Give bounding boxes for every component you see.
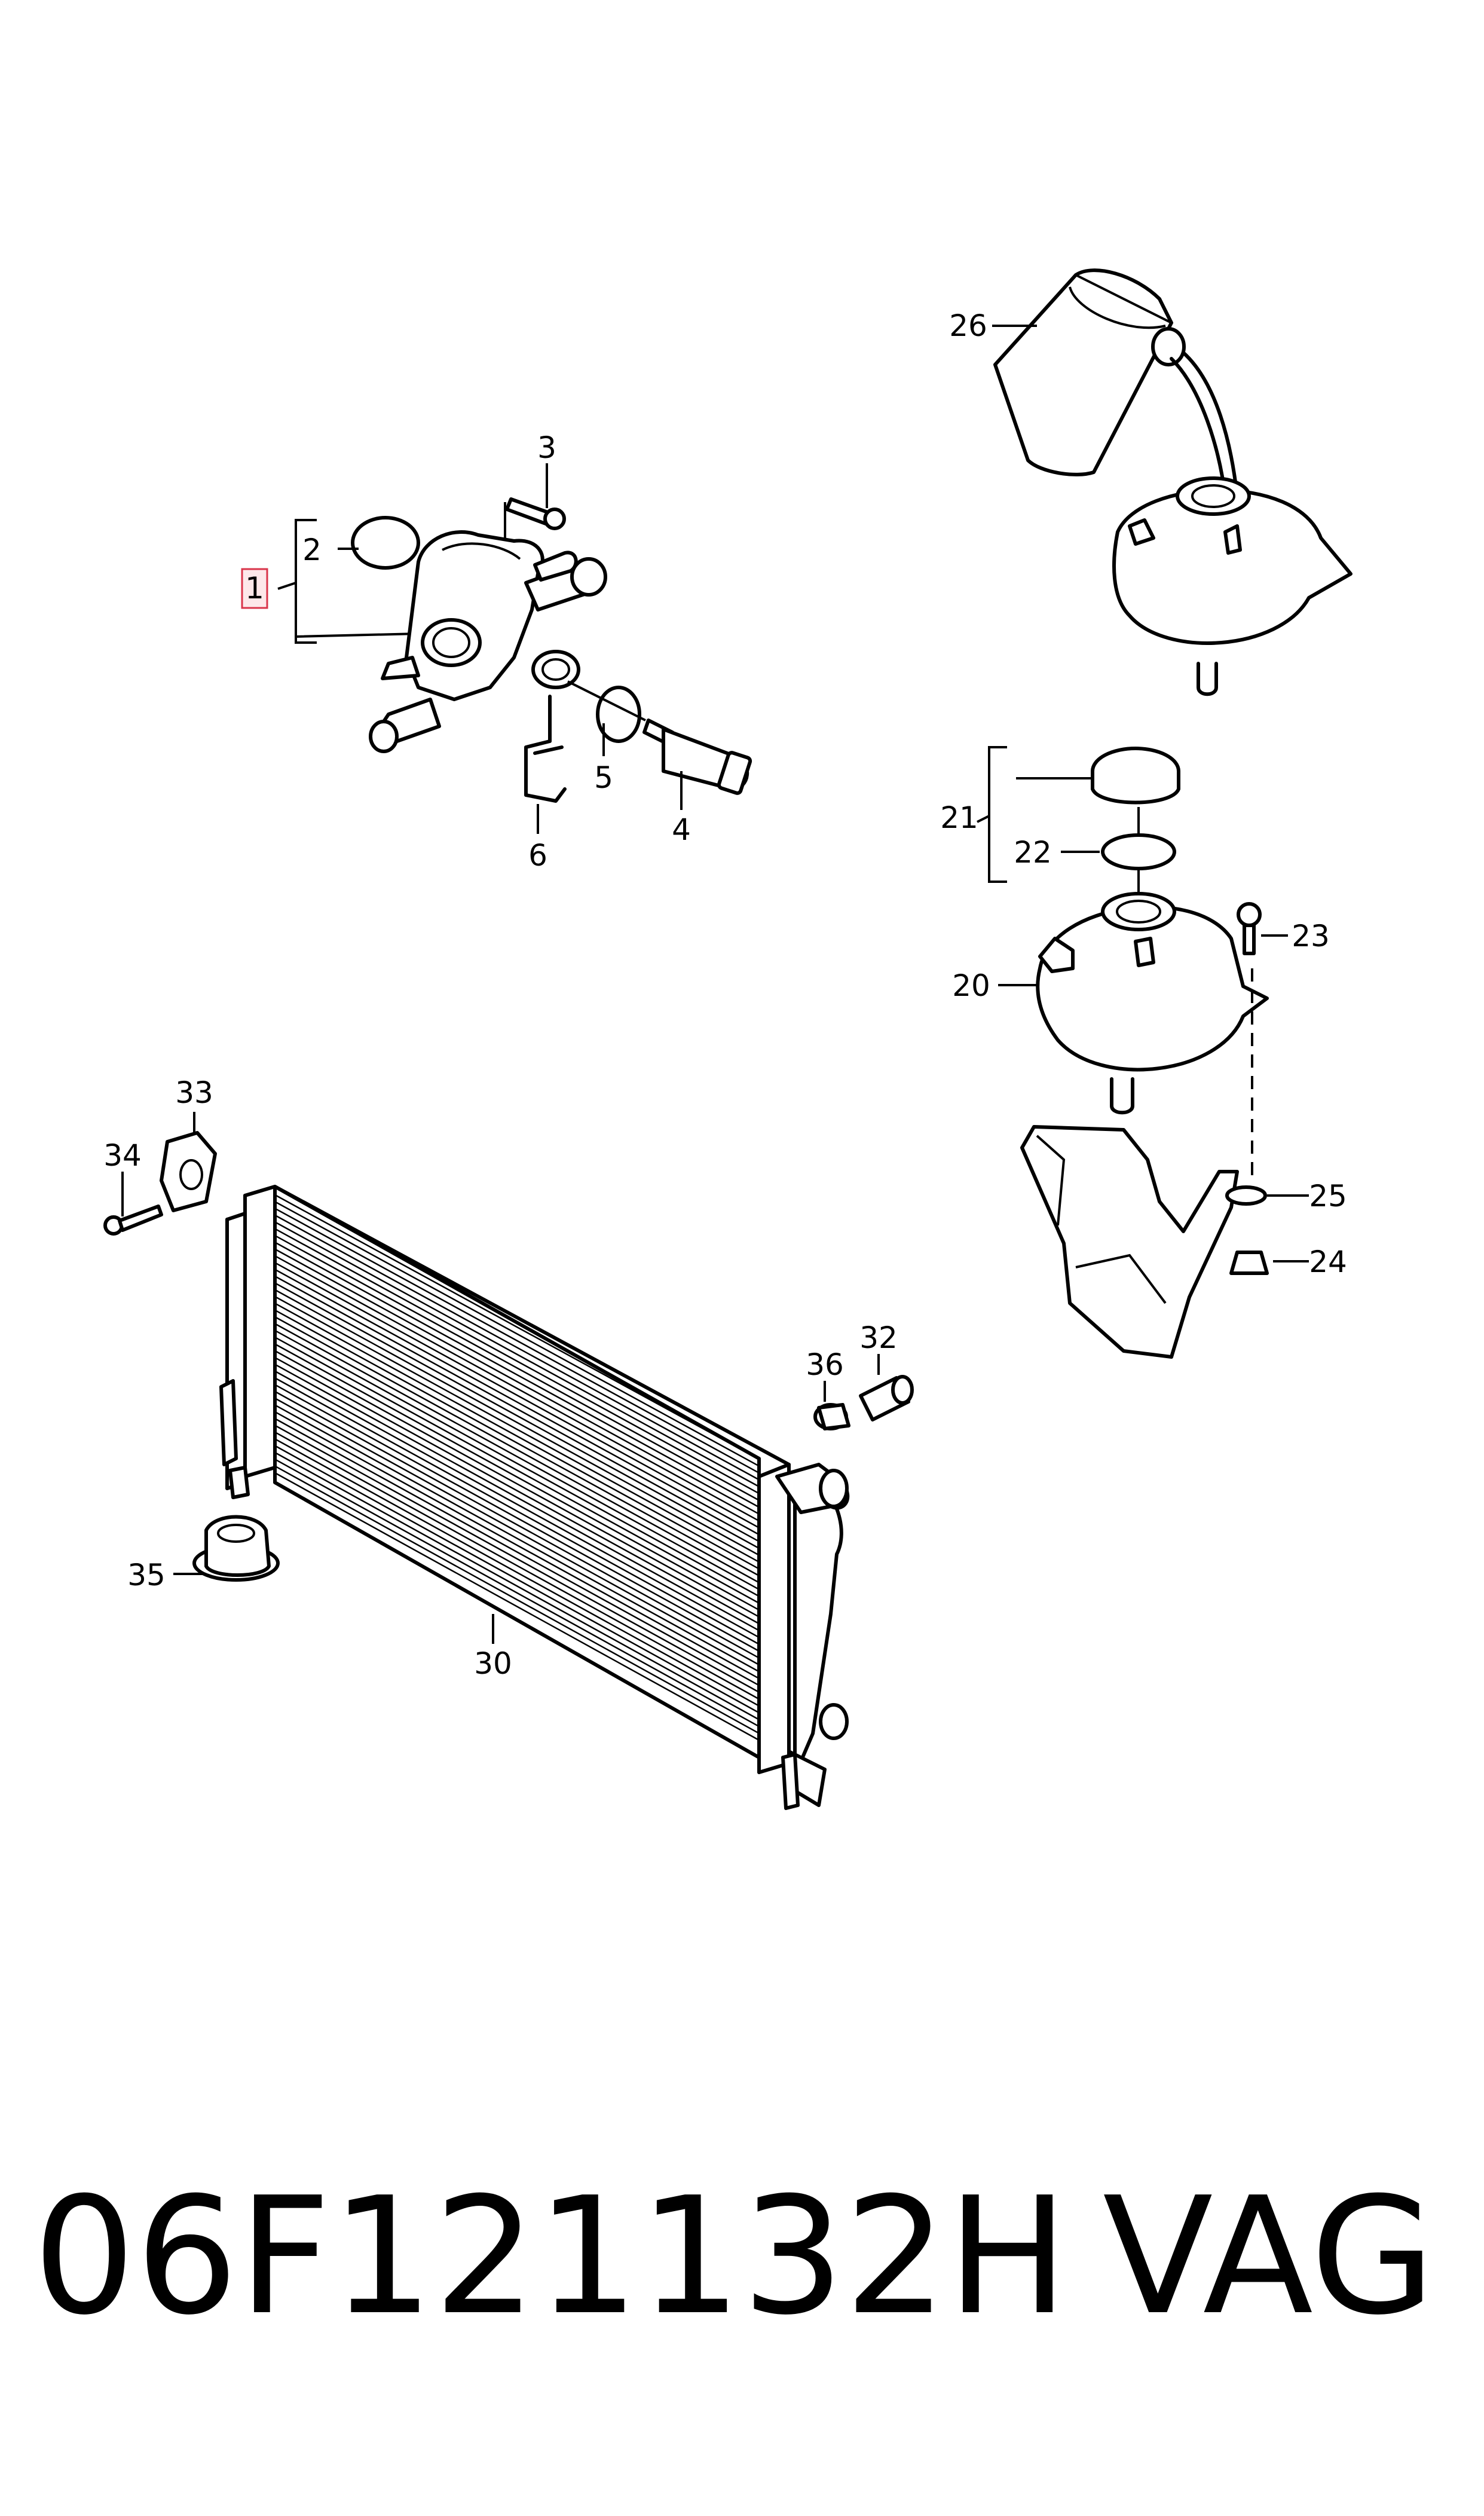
o-ring-2 xyxy=(351,516,420,570)
radiator-fin-line xyxy=(276,1242,758,1508)
callout-34[interactable]: 34 xyxy=(103,1138,142,1173)
radiator-fin-line xyxy=(276,1459,758,1727)
radiator-fin-line xyxy=(276,1249,758,1514)
radiator-fin-line xyxy=(276,1194,758,1460)
radiator-fin-line xyxy=(276,1384,758,1652)
callout-2[interactable]: 2 xyxy=(302,533,322,567)
radiator-fin-line xyxy=(276,1439,758,1706)
radiator-30 xyxy=(219,1185,850,1810)
callout-26[interactable]: 26 xyxy=(949,308,987,343)
radiator-fin-line xyxy=(276,1344,758,1610)
expansion-tank-upper xyxy=(1112,476,1353,696)
coolant-bottle-26 xyxy=(992,268,1239,498)
radiator-fin-line xyxy=(276,1255,758,1521)
callout-5[interactable]: 5 xyxy=(594,760,613,795)
radiator-fin-line xyxy=(276,1364,758,1631)
callout-4[interactable]: 4 xyxy=(672,812,691,847)
radiator-fin-line xyxy=(276,1472,758,1741)
bracket-25 xyxy=(1020,1125,1309,1359)
temperature-sensor-4 xyxy=(642,719,752,810)
radiator-fin-line xyxy=(276,1350,758,1617)
brand-caption: VAG xyxy=(1103,2162,1436,2350)
callout-30[interactable]: 30 xyxy=(474,1646,512,1681)
radiator-fin-line xyxy=(276,1222,758,1487)
radiator-fin-line xyxy=(276,1289,758,1555)
radiator-fin-line xyxy=(276,1419,758,1686)
selected-callout-highlight xyxy=(241,568,268,609)
radiator-fin-line xyxy=(276,1466,758,1734)
radiator-fin-line xyxy=(276,1276,758,1542)
radiator-fin-line xyxy=(276,1391,758,1658)
sleeve-32 xyxy=(859,1354,914,1421)
callout-1[interactable]: 1 xyxy=(245,571,264,606)
radiator-fins xyxy=(276,1194,758,1741)
radiator-fin-line xyxy=(276,1445,758,1713)
clamp-36 xyxy=(813,1381,850,1430)
bolt-3 xyxy=(504,463,566,538)
radiator-fin-line xyxy=(276,1432,758,1699)
radiator-fin-line xyxy=(276,1215,758,1480)
o-ring-22 xyxy=(1101,833,1176,870)
radiator-fin-line xyxy=(276,1425,758,1692)
callout-32[interactable]: 32 xyxy=(859,1320,898,1355)
radiator-fin-line xyxy=(276,1452,758,1720)
grommet-35 xyxy=(173,1515,280,1582)
part-number-caption: 06F121132H xyxy=(33,2162,1069,2350)
screw-23 xyxy=(1237,902,1288,955)
exploded-parts-diagram: 1 2 3 4 5 6 26 21 22 23 20 25 24 33 34 3… xyxy=(103,268,1353,1810)
radiator-fin-line xyxy=(276,1269,758,1535)
o-ring-5 xyxy=(596,686,641,743)
radiator-fin-line xyxy=(276,1358,758,1624)
callout-22[interactable]: 22 xyxy=(1014,835,1052,870)
callout-6[interactable]: 6 xyxy=(528,838,547,873)
mount-33 xyxy=(160,1112,217,1212)
radiator-fin-line xyxy=(276,1228,758,1494)
callout-23[interactable]: 23 xyxy=(1292,919,1330,953)
radiator-fin-line xyxy=(276,1202,758,1466)
callout-24[interactable]: 24 xyxy=(1309,1245,1347,1279)
radiator-fin-line xyxy=(276,1411,758,1679)
callout-35[interactable]: 35 xyxy=(127,1558,166,1592)
callout-21[interactable]: 21 xyxy=(940,800,978,835)
radiator-fin-line xyxy=(276,1262,758,1528)
radiator-fin-line xyxy=(276,1323,758,1589)
radiator-fin-line xyxy=(276,1317,758,1583)
callout-36[interactable]: 36 xyxy=(806,1347,844,1382)
radiator-fin-line xyxy=(276,1398,758,1665)
callout-20[interactable]: 20 xyxy=(952,968,990,1003)
callout-33[interactable]: 33 xyxy=(175,1075,213,1110)
clip-nut-24 xyxy=(1229,1251,1309,1275)
radiator-fin-line xyxy=(276,1337,758,1603)
radiator-fin-line xyxy=(276,1208,758,1473)
retaining-clip-6 xyxy=(524,695,567,803)
radiator-fin-line xyxy=(276,1303,758,1569)
radiator-fin-line xyxy=(276,1371,758,1638)
radiator-fin-line xyxy=(276,1297,758,1563)
radiator-fin-line xyxy=(276,1283,758,1549)
callout-25[interactable]: 25 xyxy=(1309,1179,1347,1213)
cap-21 xyxy=(977,746,1180,883)
radiator-fin-line xyxy=(276,1235,758,1500)
callout-3[interactable]: 3 xyxy=(537,430,556,465)
radiator-fin-line xyxy=(276,1330,758,1597)
bolt-34 xyxy=(103,1172,163,1236)
radiator-fin-line xyxy=(276,1310,758,1576)
radiator-fin-line xyxy=(276,1378,758,1644)
coolant-flange-body xyxy=(369,530,607,753)
expansion-tank-20 xyxy=(998,892,1269,1115)
radiator-fin-line xyxy=(276,1405,758,1672)
coolant-flange-assembly xyxy=(277,463,752,834)
